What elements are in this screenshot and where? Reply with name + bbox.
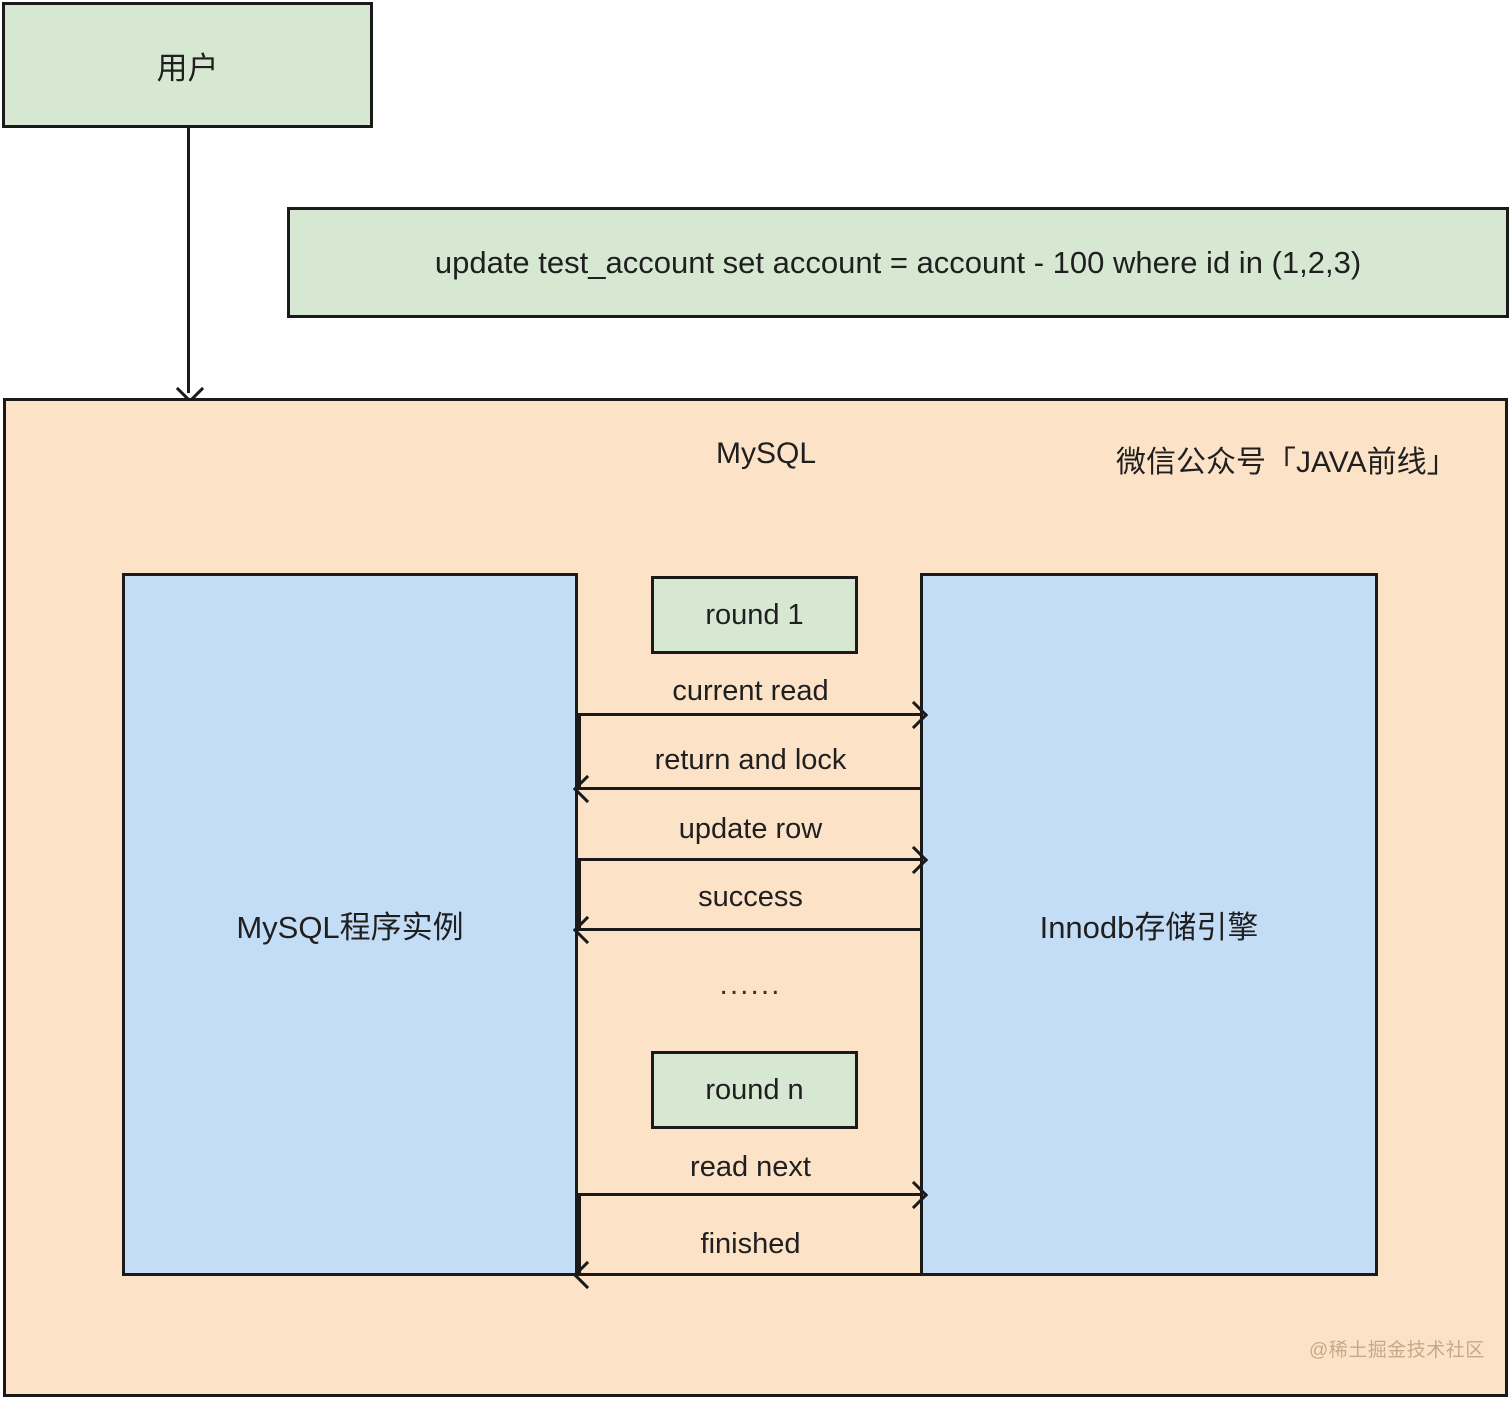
message-label-finished: finished	[700, 1228, 801, 1260]
round-last-label: round n	[705, 1073, 804, 1106]
innodb-engine-box: Innodb存储引擎	[920, 573, 1378, 1276]
message-label-read-next: read next	[690, 1151, 811, 1183]
message-label-return-and-lock: return and lock	[654, 744, 847, 776]
round-first-label: round 1	[705, 598, 804, 631]
message-arrow-finished	[578, 1273, 923, 1276]
wechat-account-label: 微信公众号「JAVA前线」	[1116, 446, 1457, 479]
user-to-mysql-connector	[187, 128, 190, 393]
message-label-current-read: current read	[672, 675, 829, 707]
channel-rail-left-3	[578, 1193, 581, 1276]
message-arrow-success	[578, 928, 923, 931]
mysql-instance-box: MySQL程序实例	[122, 573, 578, 1276]
sql-statement-box: update test_account set account = accoun…	[287, 207, 1509, 318]
channel-rail-left-2	[578, 858, 581, 929]
user-label: 用户	[156, 50, 219, 86]
message-label-success: success	[698, 881, 803, 913]
message-arrow-read-next	[578, 1193, 923, 1196]
user-box: 用户	[2, 2, 373, 128]
mysql-instance-label: MySQL程序实例	[236, 910, 464, 945]
message-arrow-current-read	[578, 713, 923, 716]
channel-rail-right-1	[920, 787, 923, 858]
channel-rail-left-1	[578, 713, 581, 788]
message-arrow-return-and-lock	[578, 787, 923, 790]
innodb-engine-label: Innodb存储引擎	[1039, 910, 1259, 945]
message-arrow-update-row	[578, 858, 923, 861]
round-first-box: round 1	[651, 576, 858, 654]
rounds-ellipsis: ......	[719, 968, 782, 1001]
mysql-title: MySQL	[715, 437, 817, 470]
watermark-label: @稀土掘金技术社区	[1309, 1340, 1485, 1361]
sql-statement-text: update test_account set account = accoun…	[434, 244, 1362, 280]
message-label-update-row: update row	[678, 813, 823, 845]
round-last-box: round n	[651, 1051, 858, 1129]
